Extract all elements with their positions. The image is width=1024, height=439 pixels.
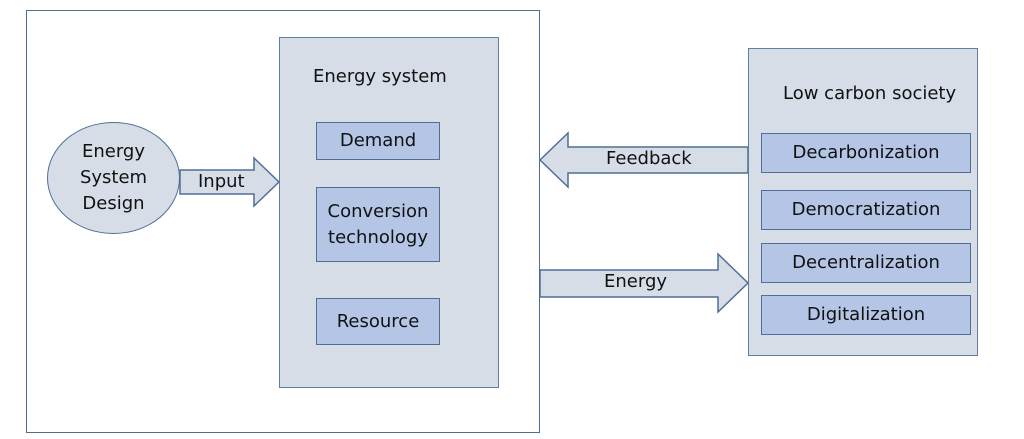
feedback-arrow-label: Feedback [606, 148, 692, 169]
digitalization-item: Digitalization [761, 295, 971, 335]
low-carbon-society-title: Low carbon society [783, 83, 957, 104]
energy-arrow [539, 252, 750, 314]
conversion-technology-item: Conversion technology [316, 187, 440, 262]
low-carbon-society-panel: Low carbon society Decarbonization Democ… [748, 48, 978, 356]
energy-system-title: Energy system [313, 66, 447, 87]
resource-item: Resource [316, 298, 440, 345]
energy-system-design-node: Energy System Design [47, 122, 180, 234]
decentralization-item: Decentralization [761, 243, 971, 283]
feedback-arrow [538, 131, 749, 189]
energy-arrow-label: Energy [604, 271, 668, 292]
energy-system-panel: Energy system Demand Conversion technolo… [279, 37, 499, 388]
design-node-line-1: Energy [81, 141, 146, 162]
demand-item: Demand [316, 122, 440, 160]
design-node-line-2: System [79, 167, 148, 188]
design-node-line-3: Design [82, 193, 145, 214]
democratization-item: Democratization [761, 190, 971, 230]
input-arrow-label: Input [198, 171, 245, 192]
input-arrow [179, 156, 281, 208]
decarbonization-item: Decarbonization [761, 133, 971, 173]
